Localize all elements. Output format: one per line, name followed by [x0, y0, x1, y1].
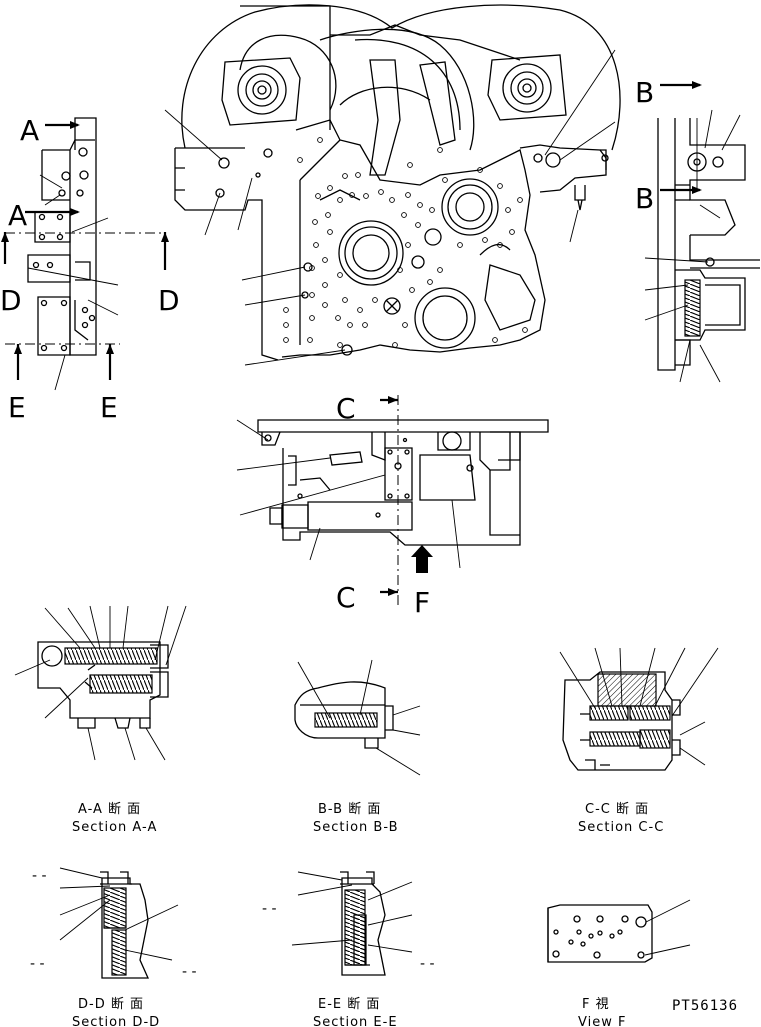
- main-housing-view: [164, 4, 621, 366]
- dash-mark-dd-1: - -: [32, 868, 47, 884]
- section-b-b: B-B 断 面 Section B-B: [294, 659, 421, 835]
- section-mark-d-right: D: [158, 284, 180, 317]
- caption-cc-en: Section C-C: [578, 820, 664, 835]
- section-e-e: - - - - E-E 断 面 Section E-E: [262, 871, 435, 1027]
- caption-ee-jp: E-E 断 面: [318, 997, 380, 1012]
- section-mark-e-left: E: [8, 391, 26, 424]
- view-f: F 視 View F: [547, 899, 691, 1027]
- right-side-view: B B: [635, 76, 760, 383]
- caption-bb-en: Section B-B: [313, 820, 399, 835]
- caption-cc-jp: C-C 断 面: [585, 802, 649, 817]
- left-side-view: A A D D E E: [0, 114, 180, 424]
- caption-dd-jp: D-D 断 面: [78, 997, 144, 1012]
- dash-mark-dd-3: - -: [182, 964, 197, 980]
- dash-mark-ee-2: - -: [420, 956, 435, 972]
- caption-f-jp: F 視: [582, 997, 610, 1012]
- section-a-a: A-A 断 面 Section A-A: [14, 605, 187, 835]
- section-mark-c-top: C: [336, 392, 356, 425]
- section-mark-a-top: A: [20, 114, 39, 147]
- section-mark-c-bottom: C: [336, 581, 356, 614]
- lower-plan-view: C C F: [236, 392, 549, 619]
- section-mark-b-top: B: [635, 76, 654, 109]
- view-mark-f: F: [414, 586, 430, 619]
- section-c-c: C-C 断 面 Section C-C: [559, 647, 719, 835]
- section-mark-d-left: D: [0, 284, 22, 317]
- section-mark-a-bottom: A: [8, 199, 27, 232]
- drawing-reference-number: PT56136: [672, 998, 738, 1014]
- section-mark-b-bottom: B: [635, 182, 654, 215]
- caption-ee-en: Section E-E: [313, 1015, 398, 1027]
- caption-aa-en: Section A-A: [72, 820, 157, 835]
- section-d-d: - - - - - - D-D 断 面 Section D-D: [30, 867, 197, 1027]
- caption-aa-jp: A-A 断 面: [78, 802, 141, 817]
- caption-dd-en: Section D-D: [72, 1015, 160, 1027]
- dash-mark-dd-2: - -: [30, 956, 45, 972]
- caption-bb-jp: B-B 断 面: [318, 802, 381, 817]
- section-mark-e-right: E: [100, 391, 118, 424]
- dash-mark-ee-1: - -: [262, 901, 277, 917]
- caption-f-en: View F: [578, 1015, 626, 1027]
